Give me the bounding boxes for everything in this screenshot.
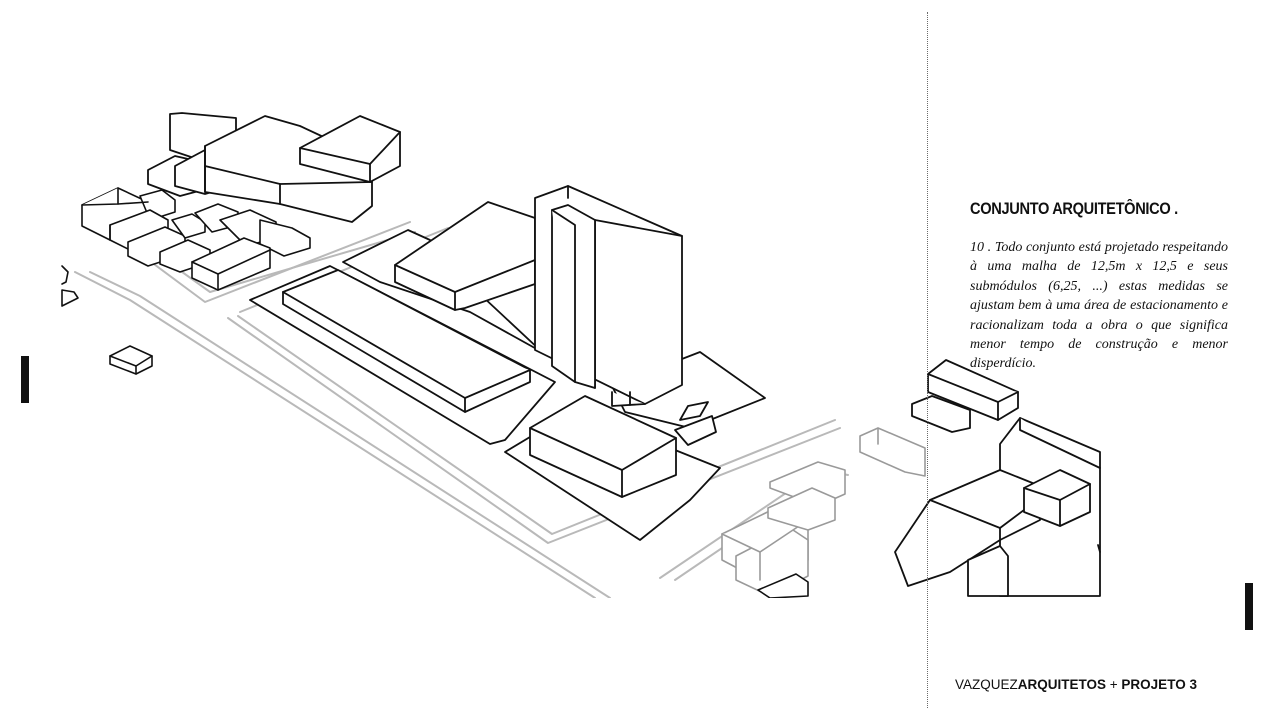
- building-cluster-upper: [147, 112, 401, 223]
- house-cluster-left: [81, 187, 311, 291]
- left-page-mark: [21, 356, 29, 403]
- footer-brand-bold: ARQUITETOS: [1017, 677, 1107, 692]
- footer-credit: VAZQUEZARQUITETOS + PROJETO 3: [955, 677, 1197, 692]
- building-edge-left: [61, 265, 79, 307]
- right-page-mark: [1245, 583, 1253, 630]
- tower: [534, 185, 766, 446]
- vertical-divider: [927, 12, 928, 708]
- lower-block: [504, 395, 721, 541]
- footer-project: PROJETO 3: [1121, 677, 1197, 692]
- building-cluster-right: [894, 359, 1101, 597]
- footer-separator: +: [1106, 677, 1122, 692]
- footer-brand-light: VAZQUEZ: [955, 677, 1018, 692]
- section-body-text: 10 . Todo conjunto está projetado respei…: [970, 240, 1228, 372]
- podium-platform: [249, 265, 556, 445]
- section-title: CONJUNTO ARQUITETÔNICO .: [970, 199, 1178, 218]
- sloped-annex: [342, 201, 543, 353]
- small-block: [109, 345, 153, 375]
- small-dark-blocks-lower-right: [757, 573, 809, 598]
